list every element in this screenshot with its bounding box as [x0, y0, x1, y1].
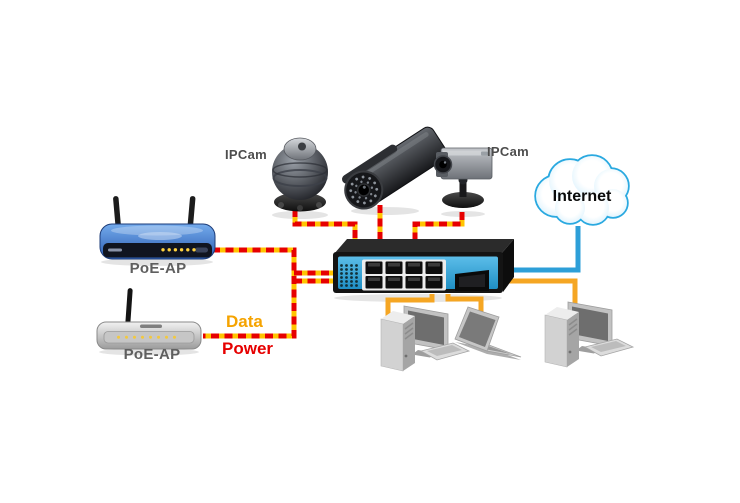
camera-base [274, 192, 326, 212]
power-button [404, 354, 408, 358]
internet-cloud [534, 154, 630, 226]
camera-ir-leds [349, 175, 379, 205]
lan-lines [385, 278, 578, 317]
switch-side-face [501, 239, 514, 292]
switch-port-panel [362, 259, 446, 291]
poe-line-dome-camera-dash [292, 209, 358, 246]
camera-pole [459, 177, 467, 197]
box-camera [433, 147, 493, 208]
poe-data-power-lines [203, 205, 465, 339]
antenna [125, 288, 133, 329]
poe-line-routers-trunk-dash [203, 247, 297, 339]
camera-lens [298, 142, 306, 151]
router-led-indicators [161, 248, 196, 252]
camera-band [272, 169, 328, 187]
desktop-pc-right [544, 301, 634, 368]
dome-camera-label: IPCam [225, 147, 267, 162]
poe-ap-router-bottom [96, 288, 202, 350]
switch-top-face [334, 239, 514, 254]
data-legend-label: Data [226, 312, 263, 331]
tower-side [403, 316, 415, 371]
camera-lens [356, 183, 371, 197]
camera-highlight [354, 132, 429, 183]
router-vent [140, 324, 162, 328]
bullet-camera [342, 126, 448, 210]
internet-label: Internet [552, 188, 612, 205]
router-front-panel [103, 243, 212, 258]
internet-uplink-line [504, 226, 581, 273]
lan-line-pc-left [385, 294, 435, 317]
camera-sphere [272, 144, 328, 200]
poe-switch [333, 239, 514, 293]
poe-ap-top-label: PoE-AP [129, 260, 187, 277]
laptop-screen [459, 311, 496, 347]
monitor-screen [408, 310, 444, 345]
dome-camera [272, 137, 328, 212]
tower-front [380, 318, 404, 372]
laptop [454, 306, 522, 360]
power-legend-label: Power [222, 339, 274, 358]
router-sheen [111, 225, 203, 236]
poe-ap-router-top [99, 196, 216, 260]
poe-line-box-camera-dash [412, 212, 465, 246]
device-shadows [99, 207, 502, 356]
lan-line-laptop [445, 294, 484, 313]
lan-line-pc-right [504, 278, 578, 313]
box-camera-label: IPCam [487, 144, 529, 159]
router-front-panel [103, 331, 195, 344]
cloud-fill [536, 156, 628, 224]
switch-rj45-ports [365, 261, 443, 289]
switch-led-grid [340, 264, 358, 287]
camera-base [442, 192, 484, 208]
router-led-indicators [117, 335, 176, 339]
desktop-pc-left [380, 305, 471, 372]
poe-ap-bottom-label: PoE-AP [123, 346, 181, 363]
